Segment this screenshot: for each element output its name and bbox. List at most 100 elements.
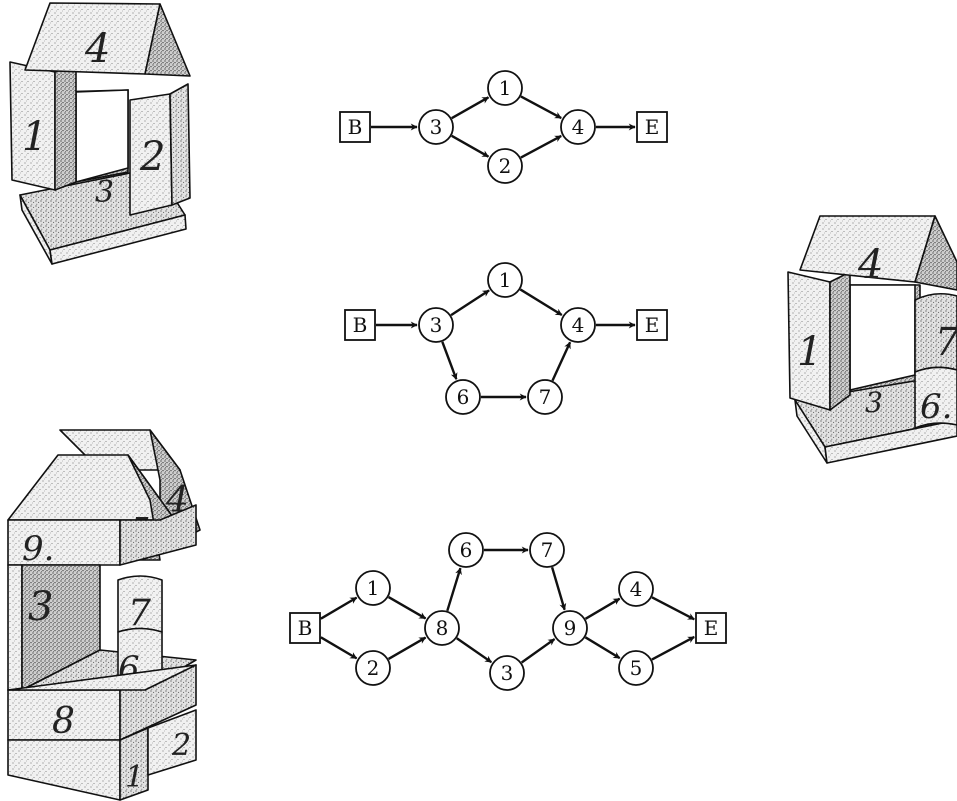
- opening: [849, 284, 916, 392]
- node-4: 4: [560, 307, 596, 343]
- node-label: 4: [630, 577, 643, 601]
- block-1-label: 1: [125, 760, 144, 795]
- node-label: 2: [499, 154, 512, 178]
- node-box: [339, 111, 371, 143]
- node-3: 3: [418, 307, 454, 343]
- node-E: E: [636, 111, 668, 143]
- node-circle: [487, 70, 523, 106]
- node-box: [289, 612, 321, 644]
- node-label: 3: [430, 115, 443, 139]
- node-label: B: [348, 115, 363, 139]
- edge-1-to-8: [387, 595, 427, 620]
- node-label: 9: [564, 616, 577, 640]
- node-circle: [529, 532, 565, 568]
- node-2: 2: [355, 650, 391, 686]
- block-3-label: 3: [28, 584, 53, 630]
- block-8-label: 8: [52, 701, 75, 742]
- precedence-graph-3: B 1 28 6 7 3 9 4 5 E: [289, 532, 727, 691]
- edge-7-to-9: [550, 566, 567, 611]
- block-4-label: 4: [857, 242, 883, 288]
- node-label: E: [704, 616, 719, 640]
- model-top-left: 3 1 2 4: [9, 2, 191, 265]
- block-6-body: [914, 366, 957, 429]
- edge-2-to-8: [387, 636, 427, 661]
- node-label: B: [298, 616, 313, 640]
- edge-3-to-1: [451, 96, 490, 120]
- edge-B-to-1: [320, 596, 358, 620]
- block-7-label: 7: [128, 593, 151, 634]
- node-4: 4: [560, 109, 596, 145]
- node-circle: [618, 571, 654, 607]
- node-9: 9: [552, 610, 588, 646]
- node-label: E: [645, 313, 660, 337]
- node-circle: [355, 650, 391, 686]
- node-7: 7: [527, 379, 563, 415]
- node-label: 7: [541, 538, 554, 562]
- node-label: 3: [501, 661, 514, 685]
- block-1-front: [7, 739, 121, 801]
- model-bottom-left: 4 5 9. 3 7 6. 8 1 2: [7, 429, 201, 801]
- node-circle: [560, 307, 596, 343]
- node-8: 8: [424, 610, 460, 646]
- block-8-top: [7, 664, 197, 691]
- edge-3-to-6: [441, 341, 458, 380]
- node-B: B: [344, 309, 376, 341]
- block-1-side: [54, 63, 77, 191]
- block-3-front: [824, 419, 957, 464]
- block-2-side: [169, 83, 191, 206]
- node-1: 1: [355, 570, 391, 606]
- edge-3-to-1: [450, 289, 490, 317]
- block-1-label: 1: [797, 329, 822, 375]
- node-5: 5: [618, 650, 654, 686]
- node-circle: [418, 109, 454, 145]
- node-E: E: [695, 612, 727, 644]
- block-1-side: [829, 271, 851, 411]
- edge-3-to-9: [520, 638, 556, 664]
- node-box: [636, 309, 668, 341]
- node-7: 7: [529, 532, 565, 568]
- block-1-side: [119, 727, 149, 801]
- node-label: 6: [457, 385, 470, 409]
- node-label: B: [353, 313, 368, 337]
- block-4-gable: [914, 215, 957, 291]
- precedence-graph-2: B 31 6 7 4 E: [344, 262, 668, 415]
- edge-3-to-2: [451, 134, 490, 158]
- node-circle: [618, 650, 654, 686]
- block-4-gable: [144, 3, 191, 77]
- node-B: B: [339, 111, 371, 143]
- block-7-label: 7: [935, 320, 957, 364]
- node-label: 6: [460, 538, 473, 562]
- node-label: E: [645, 115, 660, 139]
- block-3-label: 3: [95, 175, 114, 210]
- node-circle: [552, 610, 588, 646]
- node-1: 1: [487, 262, 523, 298]
- edge-1-to-4: [519, 288, 563, 317]
- node-6: 6: [445, 379, 481, 415]
- node-circle: [489, 655, 525, 691]
- block-3-label: 3: [865, 386, 883, 419]
- block-6-label: 6.: [920, 387, 952, 427]
- block-2-front: [147, 709, 197, 776]
- edge-1-to-4: [520, 95, 562, 120]
- node-circle: [355, 570, 391, 606]
- node-circle: [424, 610, 460, 646]
- node-label: 5: [630, 656, 643, 680]
- node-circle: [445, 379, 481, 415]
- node-3: 3: [489, 655, 525, 691]
- node-circle: [448, 532, 484, 568]
- node-box: [695, 612, 727, 644]
- node-3: 3: [418, 109, 454, 145]
- block-2-label: 2: [139, 134, 165, 180]
- opening: [75, 89, 129, 184]
- block-3-edge: [7, 564, 23, 691]
- node-label: 7: [539, 385, 552, 409]
- node-label: 4: [572, 313, 585, 337]
- node-box: [636, 111, 668, 143]
- block-3-front: [49, 214, 187, 265]
- node-6: 6: [448, 532, 484, 568]
- edge-5-to-E: [651, 635, 695, 661]
- block-9-side: [119, 504, 197, 566]
- node-label: 4: [572, 115, 585, 139]
